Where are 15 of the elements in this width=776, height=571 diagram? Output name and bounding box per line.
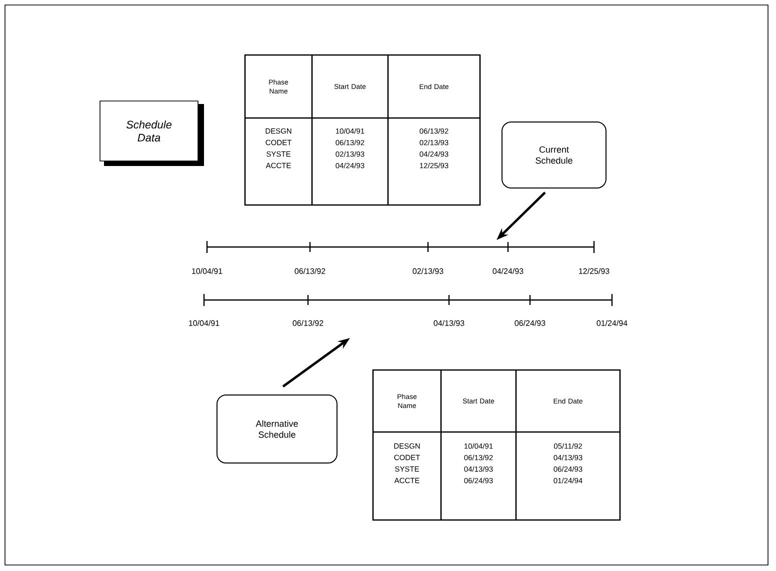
shadowed-box: Schedule Data <box>100 100 204 166</box>
timeline <box>203 293 613 307</box>
date-label: 04/13/93 <box>434 320 464 326</box>
rounded-box: Alternative Schedule <box>216 394 338 464</box>
timeline <box>206 240 595 254</box>
date-label: 12/25/93 <box>579 268 610 274</box>
date-label: 01/24/94 <box>596 320 628 326</box>
date-label: 02/13/93 <box>412 268 444 274</box>
date-label: 06/13/92 <box>294 268 326 274</box>
date-label: 04/24/93 <box>492 268 524 274</box>
date-label: 10/04/91 <box>192 268 222 274</box>
date-label: 06/13/92 <box>292 320 324 326</box>
rounded-box: Current Schedule <box>502 122 606 188</box>
date-label: 06/24/93 <box>514 320 546 326</box>
date-label: 10/04/91 <box>189 320 220 326</box>
